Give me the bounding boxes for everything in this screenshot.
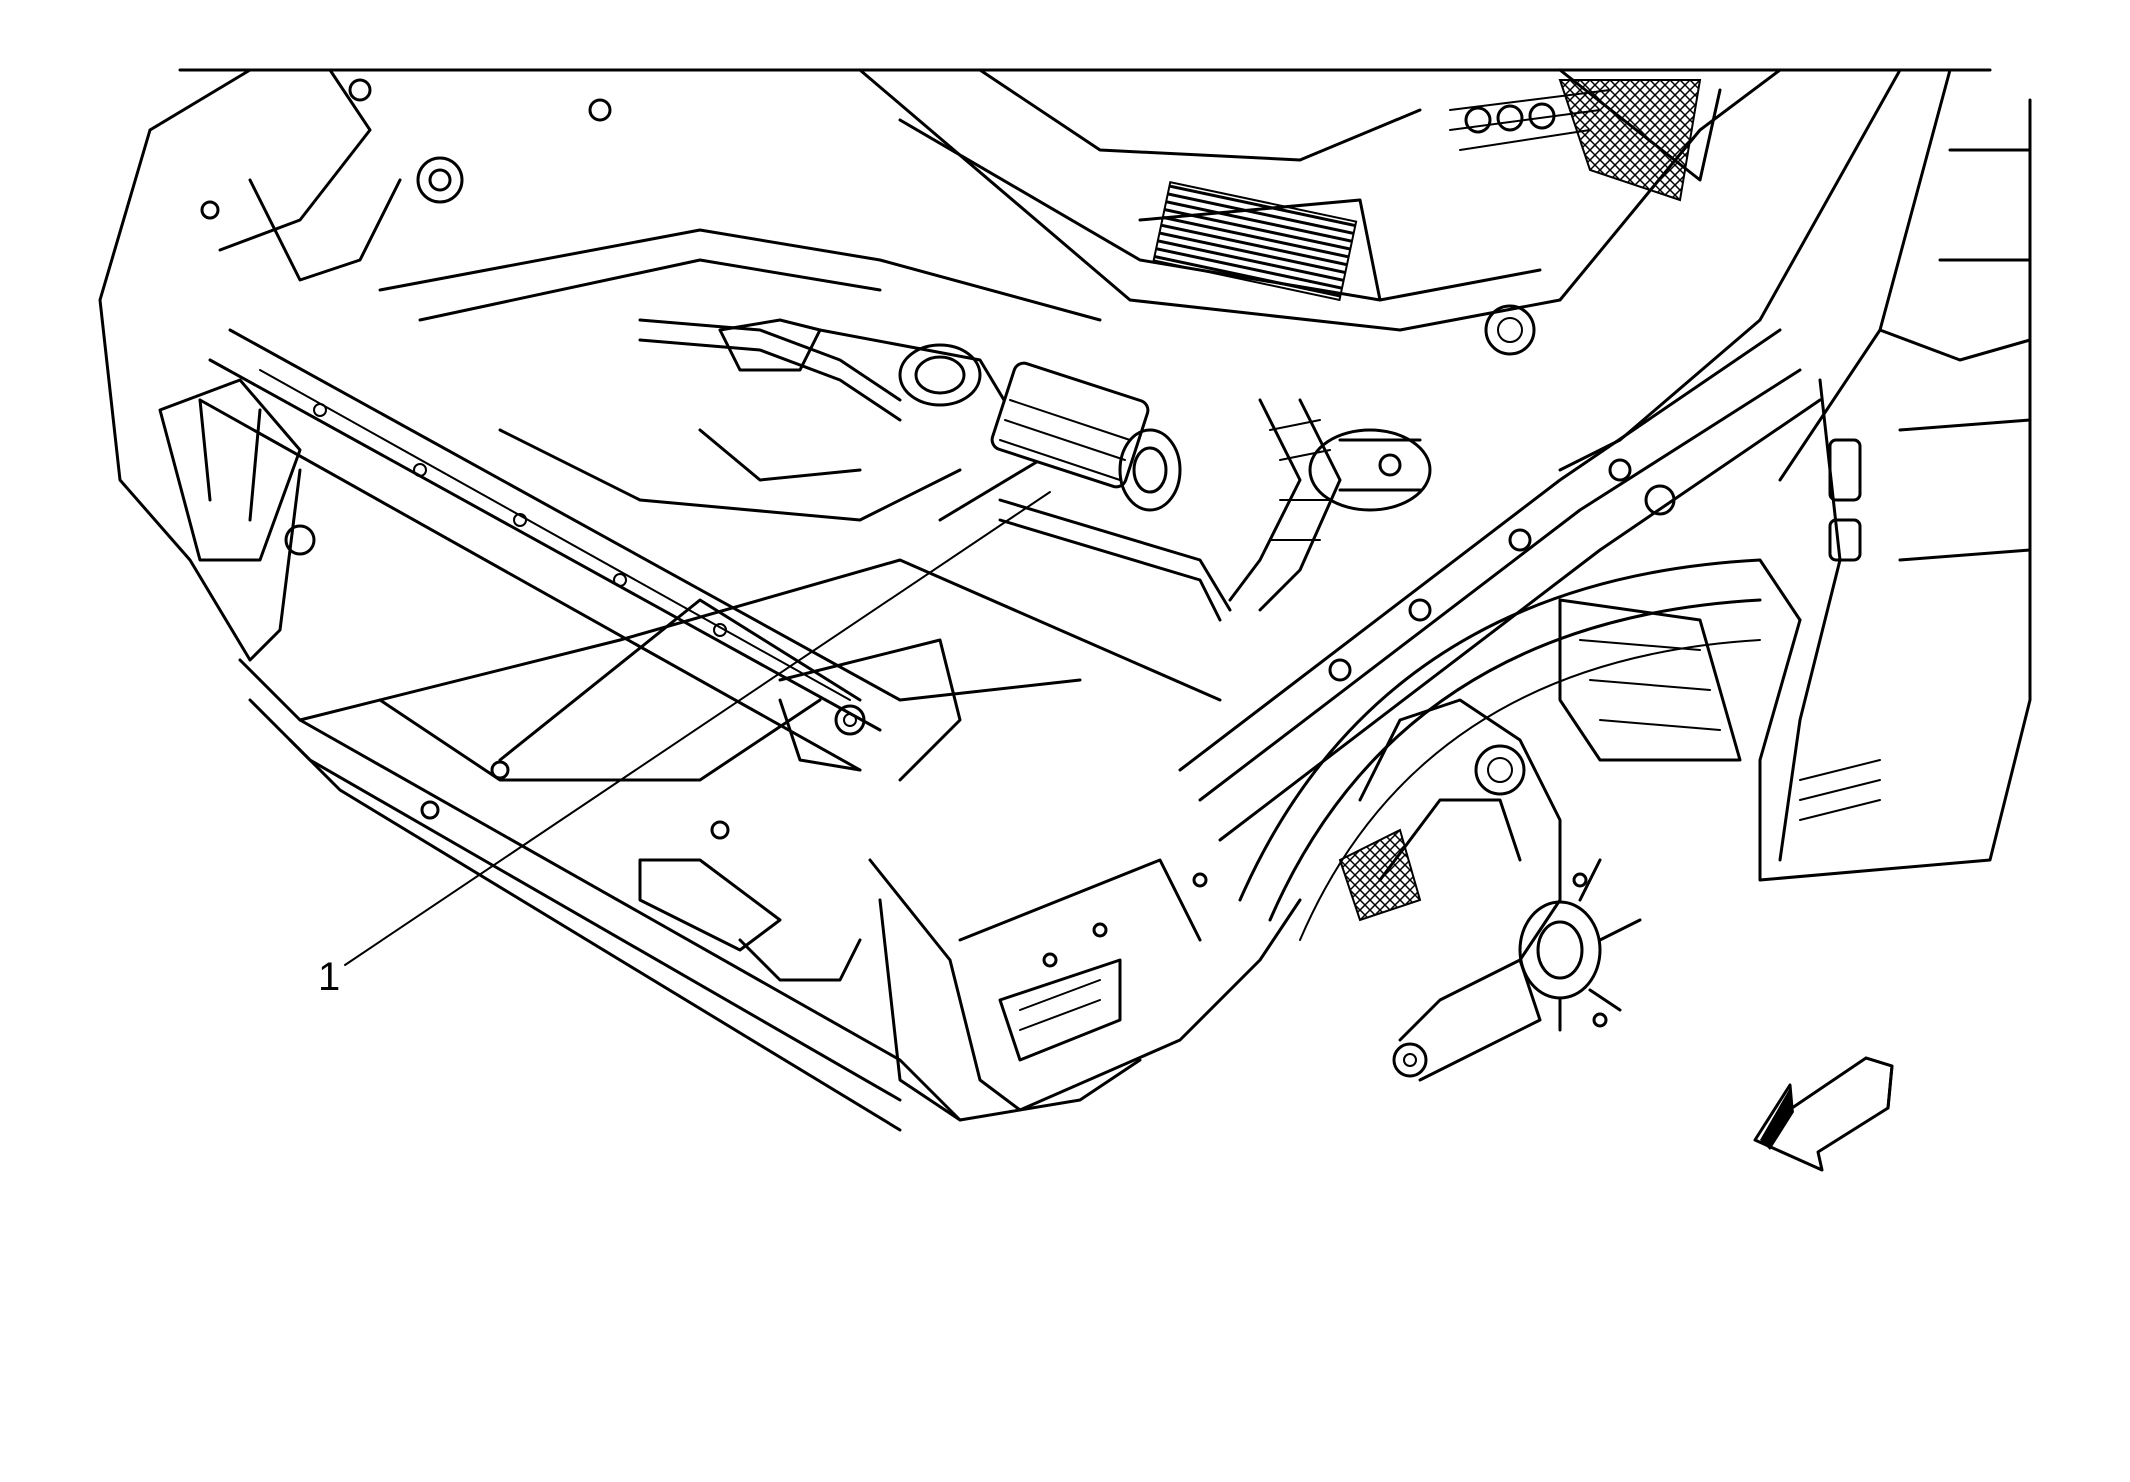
steering-gear-assembly (638, 318, 1232, 622)
steering-mount-bracket (778, 638, 962, 782)
steering-intermediate-shaft (1228, 398, 1432, 612)
right-front-rail-bracket (868, 858, 1302, 1122)
lower-cradle (238, 558, 1222, 1132)
view-direction-arrow-icon (1753, 1056, 1894, 1172)
callout-label-1: 1 (318, 955, 340, 999)
cowl-panel (178, 68, 1992, 356)
center-longitudinal-frame (378, 228, 1102, 522)
right-fender-apron (1558, 68, 2032, 882)
left-frame-bracket (98, 68, 612, 662)
right-wheelhouse (1238, 558, 1802, 941)
front-knuckle-hub (1338, 698, 1642, 1082)
right-upper-rail (1178, 328, 1822, 842)
front-crossmember (198, 328, 1082, 772)
callout-leader-line (344, 491, 1051, 966)
